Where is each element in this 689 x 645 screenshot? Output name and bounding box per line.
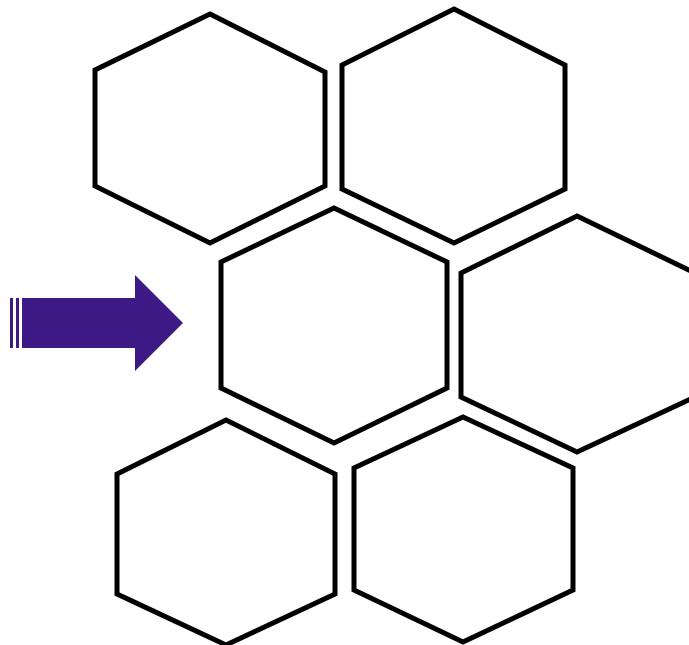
pointer-arrow [10, 275, 183, 371]
right-arrow-icon [22, 275, 183, 371]
hexagon-cell-middle-right [458, 213, 689, 455]
hexagon-cell-top-right [339, 6, 568, 246]
hexagon-cell-bottom-left [114, 417, 338, 645]
arrow-tail-stripe [16, 298, 19, 348]
hexagon-cell-top-left [92, 11, 328, 246]
hexagon-grid [92, 6, 689, 645]
hexagon-cell-bottom-right [351, 414, 576, 645]
hexagon-cell-middle-center [218, 205, 450, 446]
arrow-tail-stripe [10, 298, 13, 348]
